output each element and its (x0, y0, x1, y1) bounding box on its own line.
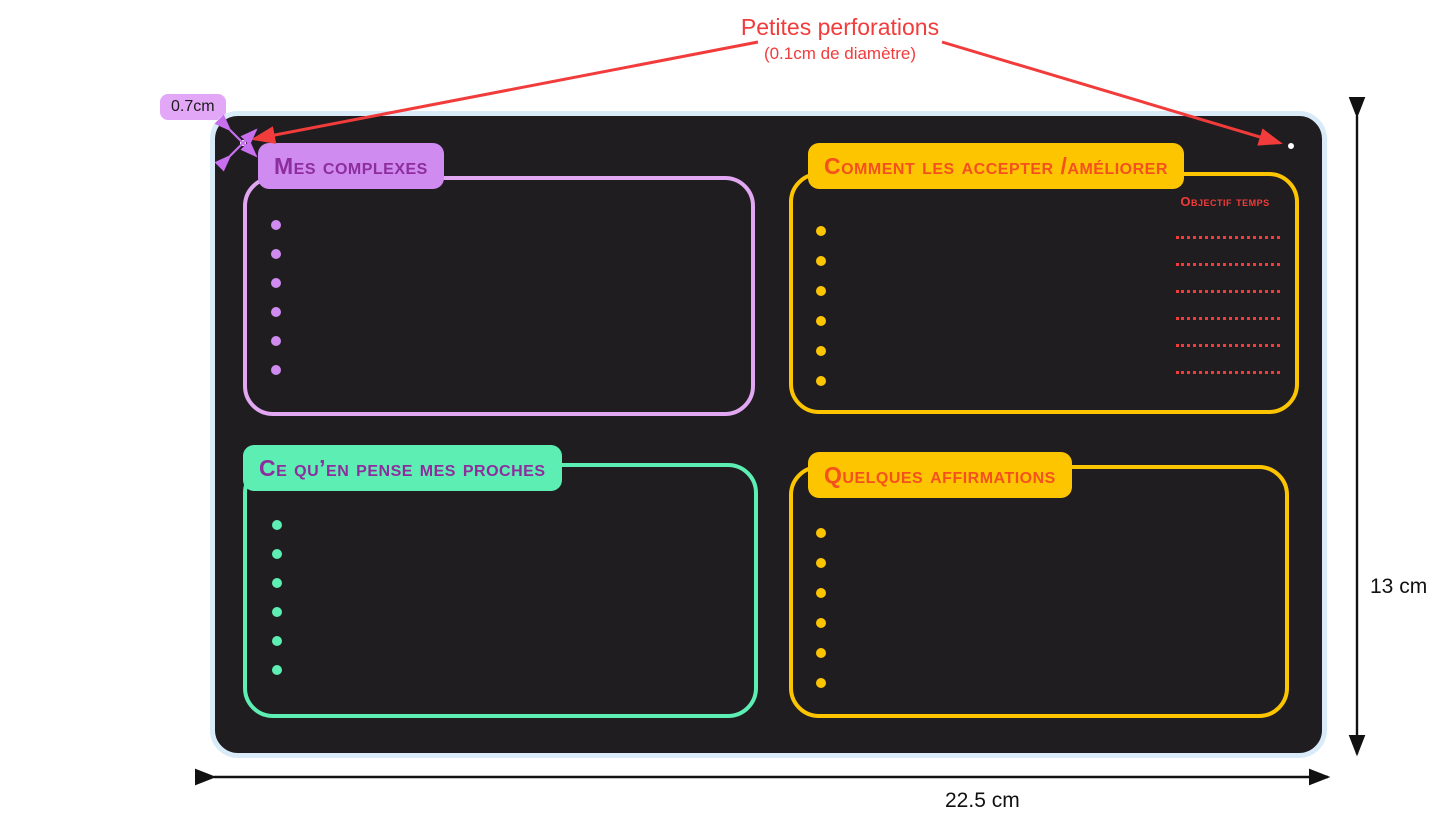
bullet-dot (816, 558, 826, 568)
dotted-line (1176, 263, 1280, 266)
bullet-dot (272, 665, 282, 675)
width-dimension-label: 22.5 cm (945, 789, 1020, 812)
bullet-dot (816, 376, 826, 386)
bullet-dot (816, 316, 826, 326)
bullet-dot (271, 365, 281, 375)
bullet-dot (816, 346, 826, 356)
bullet-dot (271, 220, 281, 230)
dotted-line (1176, 317, 1280, 320)
bullet-dot (271, 249, 281, 259)
section-proches-bullets (272, 520, 282, 694)
perforations-annotation-title: Petites perforations (740, 14, 940, 40)
bullet-dot (816, 618, 826, 628)
section-proches-box (243, 463, 758, 718)
objectif-temps-lines (1176, 236, 1280, 398)
perforation-dot-right (1288, 143, 1294, 149)
bullet-dot (272, 607, 282, 617)
dotted-line (1176, 371, 1280, 374)
objectif-temps-label: Objectif temps (1180, 194, 1270, 209)
bullet-dot (272, 520, 282, 530)
bullet-dot (272, 578, 282, 588)
bullet-dot (816, 678, 826, 688)
dotted-line (1176, 344, 1280, 347)
section-affirmations-title: Quelques affirmations (808, 452, 1072, 498)
perforation-dot-left (240, 140, 246, 146)
bullet-dot (816, 648, 826, 658)
corner-offset-label: 0.7cm (160, 94, 226, 120)
bullet-dot (816, 528, 826, 538)
perforations-annotation-subtitle: (0.1cm de diamètre) (763, 44, 917, 63)
worksheet-card: Mes complexes Objectif temps Comment les… (210, 111, 1327, 758)
section-complexes-bullets (271, 220, 281, 394)
bullet-dot (271, 336, 281, 346)
section-complexes-box (243, 176, 755, 416)
bullet-dot (271, 278, 281, 288)
bullet-dot (816, 256, 826, 266)
dotted-line (1176, 236, 1280, 239)
bullet-dot (816, 588, 826, 598)
bullet-dot (272, 636, 282, 646)
section-proches-title: Ce qu’en pense mes proches (243, 445, 562, 491)
section-accepter-title: Comment les accepter /améliorer (808, 143, 1184, 189)
section-complexes-title: Mes complexes (258, 143, 444, 189)
section-affirmations-bullets (816, 528, 826, 708)
bullet-dot (272, 549, 282, 559)
bullet-dot (816, 286, 826, 296)
height-dimension-label: 13 cm (1370, 575, 1428, 598)
bullet-dot (271, 307, 281, 317)
section-accepter-bullets (816, 226, 826, 406)
section-affirmations-box (789, 465, 1289, 718)
dotted-line (1176, 290, 1280, 293)
bullet-dot (816, 226, 826, 236)
